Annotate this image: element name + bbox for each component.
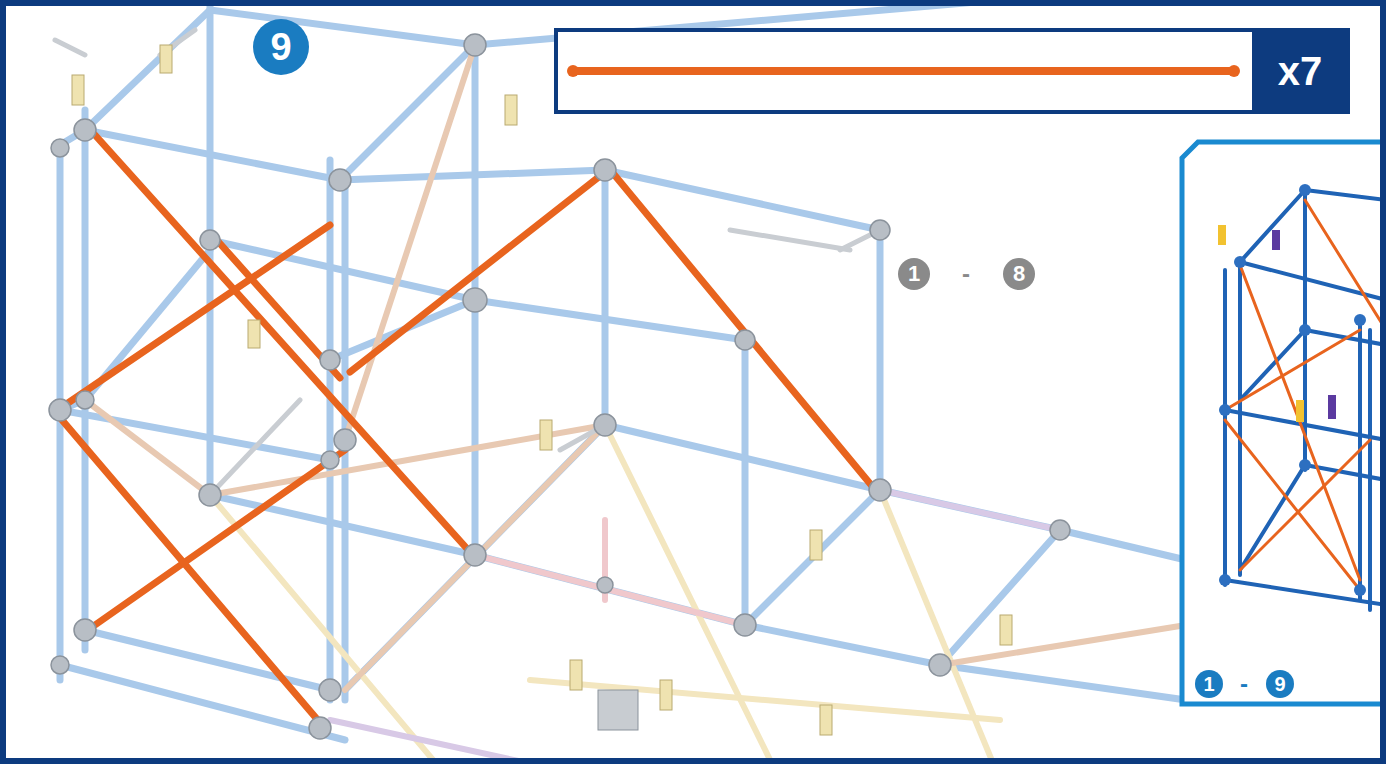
step-number: 9 bbox=[253, 19, 309, 75]
range-start: 1 bbox=[898, 258, 930, 290]
node-text: 8 bbox=[1013, 261, 1025, 287]
range-start: 1 bbox=[1195, 670, 1223, 698]
range-dash: - bbox=[1240, 670, 1248, 698]
range-dash: - bbox=[962, 260, 970, 288]
range-end: 9 bbox=[1266, 670, 1294, 698]
range-end: 8 bbox=[1003, 258, 1035, 290]
part-count: x7 bbox=[1252, 30, 1348, 112]
node-text: 9 bbox=[1274, 673, 1285, 696]
node-text: 1 bbox=[1203, 673, 1214, 696]
node-text: 9 bbox=[270, 26, 291, 69]
node-text: 1 bbox=[908, 261, 920, 287]
node-text: x7 bbox=[1278, 49, 1323, 94]
